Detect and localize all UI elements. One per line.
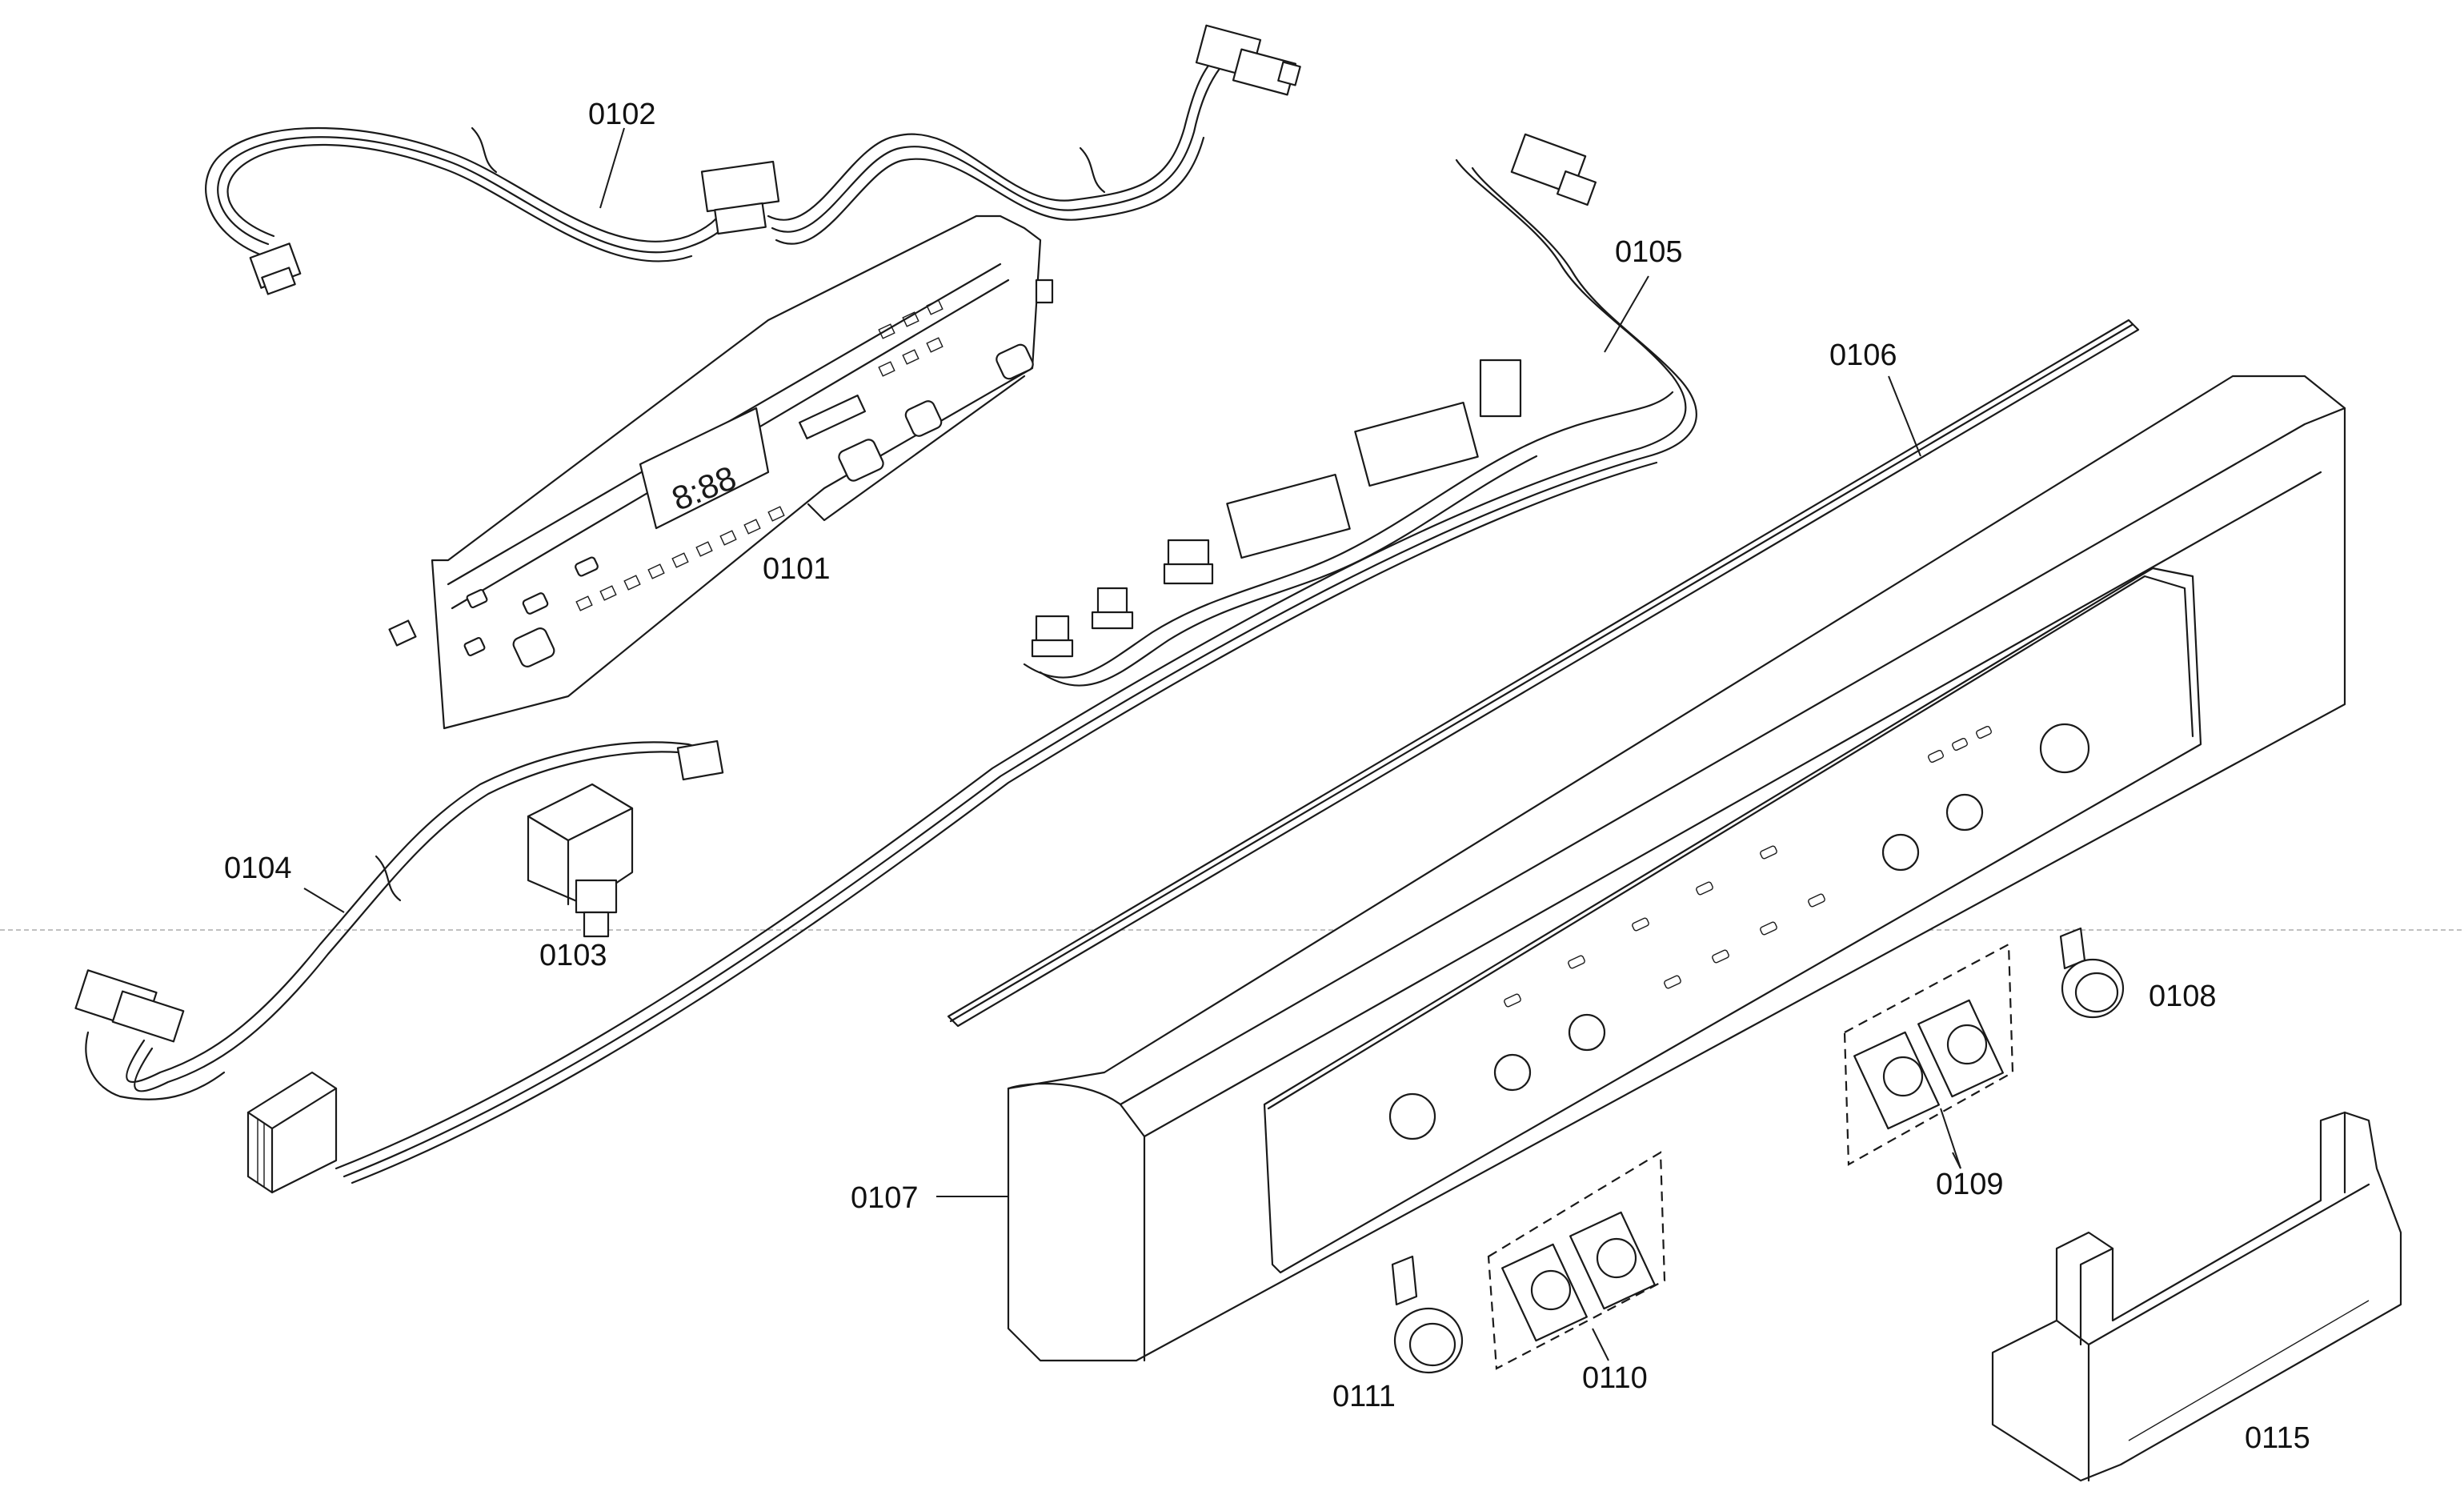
label-0109: 0109 bbox=[1936, 1168, 2004, 1201]
knob-0108 bbox=[2059, 927, 2125, 1019]
label-0101: 0101 bbox=[763, 552, 831, 586]
label-0105: 0105 bbox=[1615, 235, 1683, 269]
label-0106: 0106 bbox=[1829, 339, 1897, 372]
indicator-slots bbox=[1504, 725, 1992, 1008]
wire-harness-0105 bbox=[246, 133, 1697, 1194]
wire-harness-0104 bbox=[74, 739, 724, 1100]
knob-0111 bbox=[1391, 1255, 1464, 1374]
bracket-0115 bbox=[1991, 1111, 2402, 1482]
button-pair-0110 bbox=[1487, 1151, 1666, 1370]
label-0111: 0111 bbox=[1332, 1380, 1396, 1413]
gasket-strip-0106 bbox=[947, 319, 2140, 1028]
label-0108: 0108 bbox=[2149, 980, 2217, 1013]
wire-harness-0102 bbox=[205, 24, 1301, 295]
label-0102: 0102 bbox=[588, 98, 656, 131]
control-panel-0107 bbox=[1007, 375, 2346, 1362]
door-switch-0103 bbox=[527, 783, 634, 938]
label-0107: 0107 bbox=[851, 1181, 919, 1215]
indicator-strip bbox=[575, 299, 944, 611]
label-0110: 0110 bbox=[1582, 1361, 1648, 1395]
label-0103: 0103 bbox=[539, 939, 607, 972]
leader-lines bbox=[303, 127, 1961, 1361]
control-board-0101: 8:88 bbox=[388, 214, 1054, 730]
button-pair-0109 bbox=[1843, 943, 2014, 1166]
label-0115: 0115 bbox=[2245, 1421, 2310, 1455]
label-0104: 0104 bbox=[224, 852, 292, 885]
